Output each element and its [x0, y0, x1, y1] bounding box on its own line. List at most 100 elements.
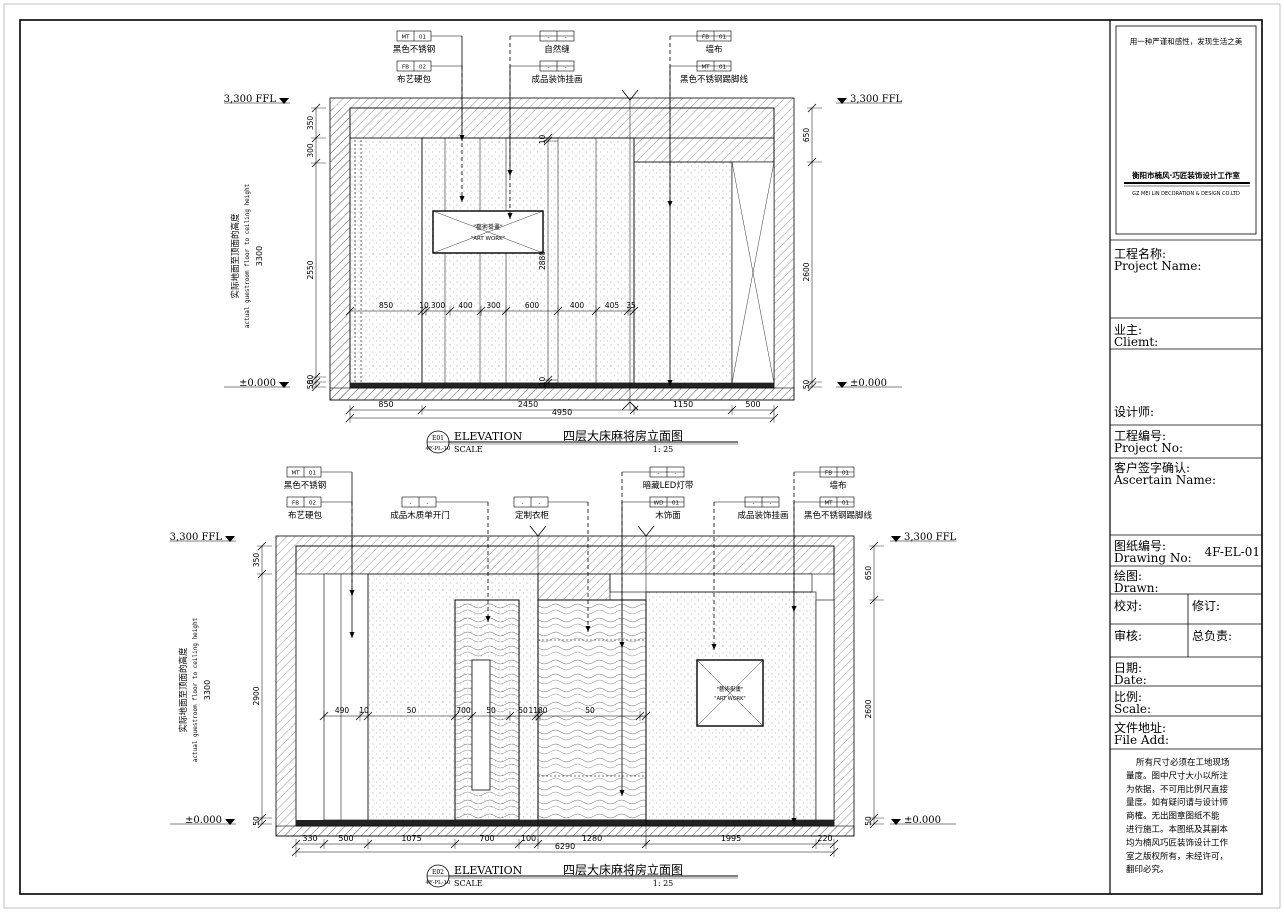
material-label: 成品装饰挂画 [737, 510, 788, 521]
material-label: 墙布 [829, 480, 846, 491]
material-code: MT [401, 35, 410, 41]
level-label: 3,300 FFL [224, 94, 277, 105]
dimension-value: 500 [745, 400, 760, 409]
elevation-ref: 4F-PL-10 [425, 446, 451, 452]
drawing-no-en: Drawing No: [1114, 551, 1192, 565]
dimension-value: 2880 [538, 251, 547, 270]
note-line: 为依据，不可用比例尺直接 [1126, 784, 1229, 795]
elevation-e02: "藝術掛畫" "ART WORK" [275, 525, 855, 846]
material-number: - [770, 501, 772, 507]
material-number: 02 [419, 65, 426, 71]
material-label: 木饰面 [655, 510, 681, 521]
date-cn: 日期: [1114, 661, 1142, 675]
dimension-value: 1995 [721, 834, 741, 843]
dimension-value: 6290 [555, 842, 575, 851]
dimension-value: 50 [585, 706, 595, 715]
dimension-value: 50 [802, 380, 811, 390]
material-label: 定制衣柜 [515, 510, 550, 521]
material-code: MT [824, 501, 833, 507]
copyright-notes: 所有尺寸必须在工地现场量度。图中尺寸大小以所注为依据，不可用比例尺直接量度。如有… [1126, 757, 1230, 875]
scale-en: Scale: [1114, 702, 1151, 716]
elevation-e01: "藝術掛畫" "ART WORK" [329, 89, 795, 411]
elevation-number: E01 [432, 435, 444, 442]
dimension-value: 700 [479, 834, 494, 843]
dimension-value: 300 [486, 301, 501, 310]
client-en: Cliemt: [1114, 335, 1158, 349]
dimension-value: 10 [419, 301, 429, 310]
dimension-value: 2550 [306, 260, 315, 279]
dimension-value: 10 [359, 706, 369, 715]
material-code: - [410, 501, 412, 507]
material-code: FB [702, 35, 709, 41]
material-number: - [565, 35, 567, 41]
dimension-value: 330 [302, 834, 317, 843]
dimension-value: 490 [335, 706, 350, 715]
material-number: 02 [309, 501, 316, 507]
sign-cn: 客户签字确认: [1114, 460, 1190, 475]
height-note-cn: 实际地面至顶面的高度 [230, 213, 241, 299]
dimension-value: 850 [378, 400, 393, 409]
dimension-value: 1180 [528, 706, 547, 715]
material-number: 01 [842, 471, 849, 477]
revise-label: 修订: [1192, 598, 1220, 613]
material-label: 黑色不锈钢踢脚线 [804, 510, 873, 521]
dimension-value: 50 [306, 375, 315, 385]
level-label: ±0.000 [904, 815, 941, 826]
dimension-value: 300 [306, 143, 315, 158]
dimension-value: 600 [525, 301, 540, 310]
note-line: 所有尺寸必须在工地现场 [1136, 757, 1230, 768]
material-label: 暗藏LED灯带 [643, 480, 694, 491]
height-value: 3300 [255, 246, 264, 266]
e01-artwork-en: "ART WORK" [471, 236, 506, 242]
slogan: 用一种严谨和感性，发现生活之美 [1130, 36, 1243, 46]
level-label: ±0.000 [850, 378, 887, 389]
note-line: 翻印必究。 [1126, 864, 1169, 875]
scale-value: 1: 25 [653, 879, 674, 888]
dimension-value: 50 [306, 380, 315, 390]
dimension-value: 4950 [552, 408, 572, 417]
designer-label: 设计师: [1114, 405, 1154, 419]
e02-artwork-en: "ART WORK" [714, 696, 745, 702]
material-number: 01 [309, 471, 316, 477]
note-line: 进行施工。本图纸及其副本 [1126, 824, 1229, 835]
dimension-value: 220 [817, 834, 832, 843]
material-number: - [427, 501, 429, 507]
dimension-value: 700 [456, 706, 471, 715]
dimension-value: 2900 [252, 686, 261, 705]
file-en: File Add: [1114, 733, 1169, 747]
elevation-title-en: ELEVATION [454, 430, 523, 443]
material-code: - [548, 35, 550, 41]
level-label: 3,300 FFL [904, 532, 957, 543]
elevation-title-cn: 四层大床麻将房立面图 [563, 428, 683, 443]
elevation-ref: 4F-PL-10 [425, 880, 451, 886]
dimension-value: 1075 [401, 834, 421, 843]
client-cn: 业主: [1114, 323, 1142, 337]
scale-label: SCALE [454, 445, 483, 454]
material-number: 01 [842, 501, 849, 507]
material-number: 01 [719, 65, 726, 71]
dimension-value: 2450 [518, 400, 538, 409]
dimension-value: 350 [252, 553, 261, 568]
note-line: 量度。如有疑问请与设计师 [1126, 797, 1229, 808]
chief-label: 总负责: [1192, 629, 1232, 643]
dimension-value: 35 [626, 301, 636, 310]
material-label: 黑色不锈钢 [284, 480, 327, 491]
dimension-value: 1280 [582, 834, 602, 843]
material-code: - [753, 501, 755, 507]
scale-label: SCALE [454, 879, 483, 888]
material-code: - [658, 471, 660, 477]
material-number: 01 [719, 35, 726, 41]
elevation-number: E02 [432, 869, 444, 876]
dimension-value: 650 [864, 566, 873, 581]
dimension-value: 2600 [802, 262, 811, 281]
dimension-value: 2600 [864, 699, 873, 718]
height-note-en: actual guestroom floor to ceiling height [192, 617, 199, 762]
dimension-value: 300 [431, 301, 446, 310]
drawing-no-cn: 图纸编号: [1114, 538, 1166, 553]
studio-name-cn: 衡阳市楠风·巧匠装饰设计工作室 [1132, 170, 1240, 180]
material-label: 布艺硬包 [288, 510, 323, 521]
dimension-value: 10 [538, 135, 547, 145]
material-code: - [548, 65, 550, 71]
note-line: 室之版权所有，未经许可， [1126, 851, 1228, 862]
